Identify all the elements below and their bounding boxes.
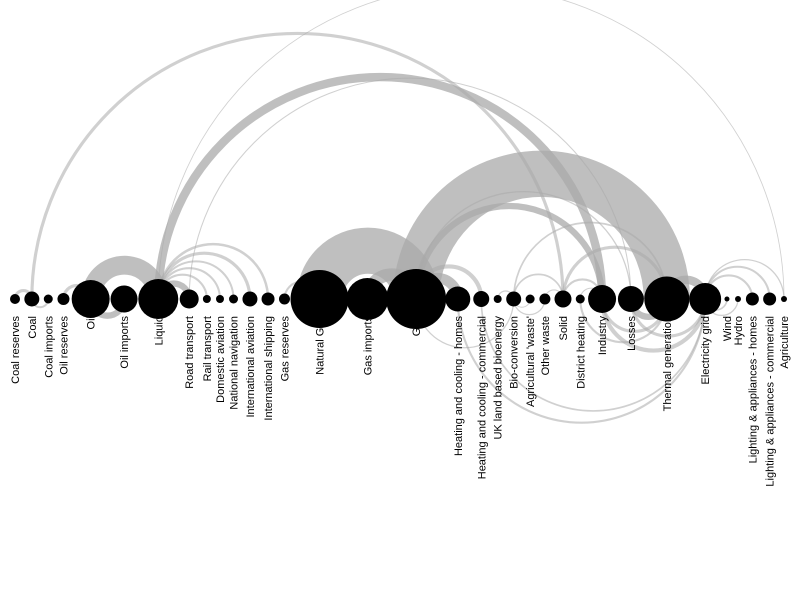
node-bio-conversion[interactable] (506, 291, 522, 307)
node-label-liquid: Liquid (153, 316, 165, 345)
node-liquid[interactable] (138, 279, 179, 319)
node-label-thermal-generation: Thermal generation (662, 316, 674, 411)
node-label-agricultural-waste: Agricultural 'waste' (525, 316, 537, 407)
node-label-national-navigation: National navigation (229, 316, 241, 410)
link-road-transport-to-losses (188, 77, 632, 300)
node-coal-reserves[interactable] (10, 294, 20, 304)
node-label-rail-transport: Rail transport (202, 316, 214, 381)
node-gas[interactable] (386, 269, 447, 329)
node-national-navigation[interactable] (229, 294, 239, 304)
node-label-heating-cooling-commercial: Heating and cooling - commercial (476, 316, 488, 479)
node-heating-cooling-commercial[interactable] (473, 291, 490, 307)
node-label-agriculture: Agriculture (779, 316, 791, 369)
link-gas-to-thermal-generation (393, 150, 690, 300)
node-label-oil-imports: Oil imports (119, 316, 131, 369)
nodes-layer (10, 269, 787, 329)
node-rail-transport[interactable] (202, 295, 211, 303)
node-domestic-aviation[interactable] (215, 295, 224, 303)
node-oil-imports[interactable] (110, 285, 138, 313)
node-label-international-shipping: International shipping (263, 316, 275, 421)
link-gas-to-industry (412, 203, 606, 300)
node-label-oil: Oil (86, 316, 98, 329)
node-other-waste[interactable] (539, 293, 551, 305)
node-label-coal-imports: Coal imports (43, 316, 55, 378)
link-electricity-grid-to-heating-cooling-homes (456, 298, 707, 424)
node-label-wind: Wind (722, 316, 734, 341)
link-electricity-grid-to-industry (599, 298, 708, 353)
node-label-oil-reserves: Oil reserves (58, 316, 70, 375)
node-thermal-generation[interactable] (644, 276, 690, 322)
node-coal[interactable] (24, 291, 40, 307)
node-label-gas-imports: Gas imports (362, 316, 374, 376)
link-solid-to-thermal-generation (561, 245, 669, 300)
node-label-natural-gas: Natural Gas (315, 316, 327, 375)
node-wind[interactable] (724, 296, 730, 302)
node-natural-gas[interactable] (290, 270, 349, 328)
node-losses[interactable] (617, 286, 644, 312)
node-label-heating-cooling-homes: Heating and cooling - homes (453, 316, 465, 457)
node-solid[interactable] (554, 290, 572, 308)
node-label-uk-land-bioenergy: UK land based bioenergy (493, 316, 505, 440)
node-label-lighting-commercial: Lighting & appliances - commercial (765, 316, 777, 487)
node-label-electricity-grid: Electricity grid (700, 316, 712, 384)
node-road-transport[interactable] (179, 289, 199, 309)
link-gas-to-losses (415, 191, 632, 300)
link-bio-conversion-to-thermal-generation (512, 221, 668, 300)
node-lighting-homes[interactable] (745, 292, 759, 306)
node-label-domestic-aviation: Domestic aviation (215, 316, 227, 403)
node-label-gas: Gas (411, 316, 423, 337)
node-label-coal-reserves: Coal reserves (10, 316, 22, 384)
node-label-coal: Coal (27, 316, 39, 339)
node-label-district-heating: District heating (575, 316, 587, 389)
node-lighting-commercial[interactable] (763, 292, 777, 306)
node-agriculture[interactable] (781, 296, 787, 302)
node-label-bio-conversion: Bio-conversion (509, 316, 521, 389)
node-agricultural-waste[interactable] (525, 294, 535, 304)
node-international-shipping[interactable] (261, 292, 275, 306)
link-liquid-to-agriculture (157, 0, 785, 300)
node-coal-imports[interactable] (43, 294, 53, 304)
node-international-aviation[interactable] (242, 291, 258, 307)
node-label-losses: Losses (626, 316, 638, 351)
node-hydro[interactable] (735, 296, 742, 302)
node-uk-land-bioenergy[interactable] (493, 295, 502, 303)
node-oil-reserves[interactable] (57, 293, 70, 305)
node-label-international-aviation: International aviation (245, 316, 257, 418)
link-bio-conversion-to-solid (512, 273, 564, 300)
node-electricity-grid[interactable] (689, 283, 722, 315)
node-district-heating[interactable] (575, 294, 585, 304)
node-label-solid: Solid (558, 316, 570, 340)
node-heating-cooling-homes[interactable] (445, 286, 471, 312)
node-label-road-transport: Road transport (184, 316, 196, 389)
node-label-other-waste: Other waste (540, 316, 552, 375)
node-oil[interactable] (71, 280, 110, 318)
node-label-hydro: Hydro (733, 316, 745, 345)
node-label-gas-reserves: Gas reserves (279, 316, 291, 382)
link-electricity-grid-to-agriculture (704, 259, 785, 300)
node-gas-imports[interactable] (346, 278, 389, 320)
node-industry[interactable] (588, 285, 617, 313)
node-label-lighting-homes: Lighting & appliances - homes (747, 316, 759, 464)
node-gas-reserves[interactable] (278, 293, 290, 305)
node-label-industry: Industry (597, 316, 609, 356)
link-electricity-grid-to-heating-cooling-commercial (480, 298, 706, 412)
